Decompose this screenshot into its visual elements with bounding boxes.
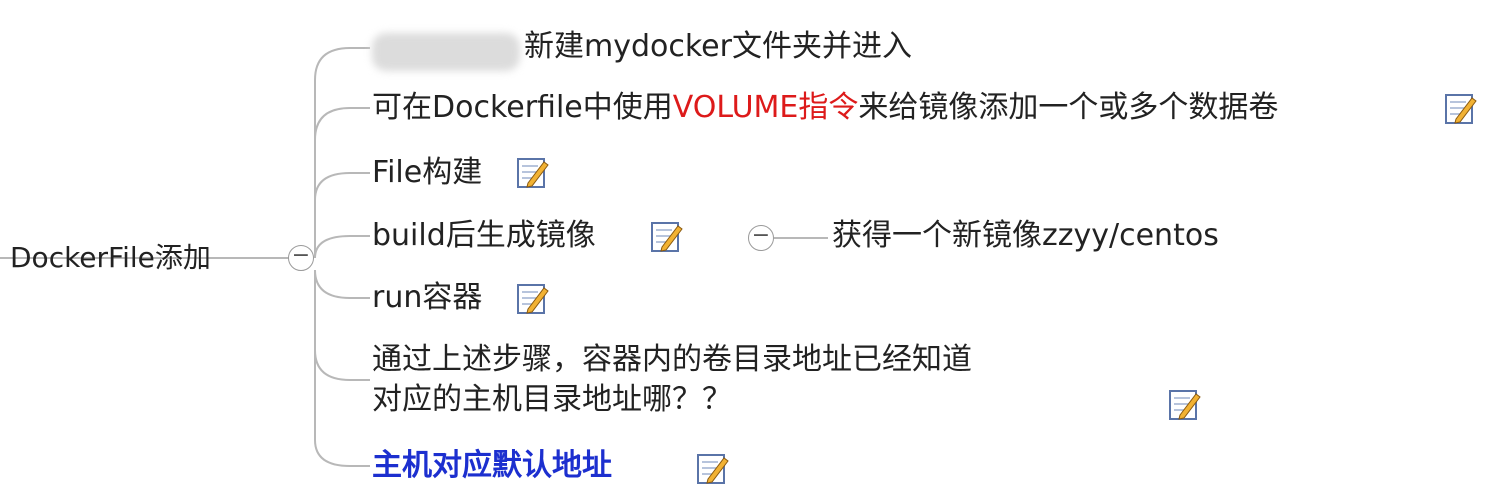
root-node[interactable]: DockerFile添加	[10, 241, 211, 274]
branch-new-folder[interactable]: 新建mydocker文件夹并进入	[524, 29, 912, 64]
note-pencil-icon[interactable]	[696, 452, 730, 486]
branch-file-build[interactable]: File构建	[372, 155, 483, 190]
connector-branch-6	[314, 270, 370, 381]
connector-branch-2	[314, 107, 370, 141]
collapse-toggle-root[interactable]: −	[288, 245, 314, 271]
connector-branch-4	[314, 235, 370, 259]
note-pencil-icon[interactable]	[516, 156, 550, 190]
note-pencil-icon[interactable]	[1168, 388, 1202, 422]
branch-run-container[interactable]: run容器	[372, 280, 483, 315]
branch-question[interactable]: 通过上述步骤，容器内的卷目录地址已经知道 对应的主机目录地址哪？？	[372, 340, 972, 420]
branch-volume-instruction[interactable]: 可在Dockerfile中使用VOLUME指令来给镜像添加一个或多个数据卷	[372, 88, 1278, 128]
connector-branch-7	[314, 350, 370, 467]
sub-branch-new-image[interactable]: 获得一个新镜像zzyy/centos	[832, 218, 1219, 253]
branch-volume-text-2: 来给镜像添加一个或多个数据卷	[858, 90, 1279, 125]
branch-host-default[interactable]: 主机对应默认地址	[372, 448, 612, 483]
branch-volume-text-1: 可在Dockerfile中使用	[372, 90, 673, 125]
note-pencil-icon[interactable]	[1444, 92, 1478, 126]
note-pencil-icon[interactable]	[650, 220, 684, 254]
branch-build-image[interactable]: build后生成镜像	[372, 218, 596, 253]
note-pencil-icon[interactable]	[516, 282, 550, 316]
branch-volume-keyword: VOLUME指令	[672, 90, 859, 125]
branch-question-line-1: 通过上述步骤，容器内的卷目录地址已经知道	[372, 342, 972, 377]
connector-branch-5	[314, 269, 370, 299]
connector-branch-3	[314, 172, 370, 201]
redacted-area	[372, 33, 520, 71]
branch-question-line-2: 对应的主机目录地址哪？？	[372, 382, 732, 417]
collapse-toggle-build[interactable]: −	[748, 225, 774, 251]
connector-branch-1	[314, 47, 370, 258]
